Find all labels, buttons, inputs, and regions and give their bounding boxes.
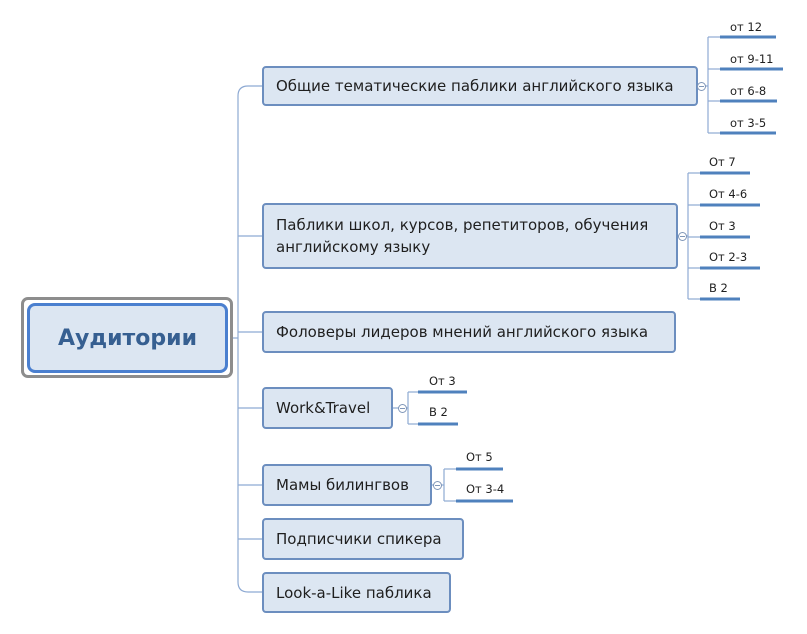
subtopic-label[interactable]: В 2 [709, 281, 728, 295]
subtopic-label[interactable]: От 3 [709, 219, 736, 233]
topic-general-publics[interactable]: Общие тематические паблики английского я… [262, 66, 698, 106]
subtopic-label[interactable]: От 3-4 [466, 482, 505, 496]
subtopic-label[interactable]: В 2 [429, 405, 448, 419]
topic-look-a-like[interactable]: Look-a-Like паблика [262, 572, 451, 613]
subtopic-label[interactable]: от 9-11 [730, 52, 774, 66]
subtopic-label[interactable]: от 12 [730, 20, 763, 34]
subtopic-label[interactable]: От 2-3 [709, 250, 748, 264]
topic-opinion-leaders[interactable]: Фоловеры лидеров мнений английского язык… [262, 311, 676, 353]
collapse-icon[interactable] [697, 82, 706, 91]
topic-speaker-subscribers[interactable]: Подписчики спикера [262, 518, 464, 560]
collapse-icon[interactable] [398, 404, 407, 413]
topic-work-travel[interactable]: Work&Travel [262, 387, 393, 429]
subtopic-label[interactable]: От 3 [429, 374, 456, 388]
collapse-icon[interactable] [433, 481, 442, 490]
subtopic-label[interactable]: От 5 [466, 450, 493, 464]
root-node[interactable]: Аудитории [27, 303, 228, 373]
topic-schools-courses[interactable]: Паблики школ, курсов, репетиторов, обуче… [262, 203, 678, 269]
subtopic-label[interactable]: От 7 [709, 155, 736, 169]
topic-bilingual-moms[interactable]: Мамы билингвов [262, 464, 432, 506]
collapse-icon[interactable] [678, 232, 687, 241]
subtopic-label[interactable]: От 4-6 [709, 187, 748, 201]
subtopic-label[interactable]: от 6-8 [730, 84, 767, 98]
subtopic-label[interactable]: от 3-5 [730, 116, 767, 130]
